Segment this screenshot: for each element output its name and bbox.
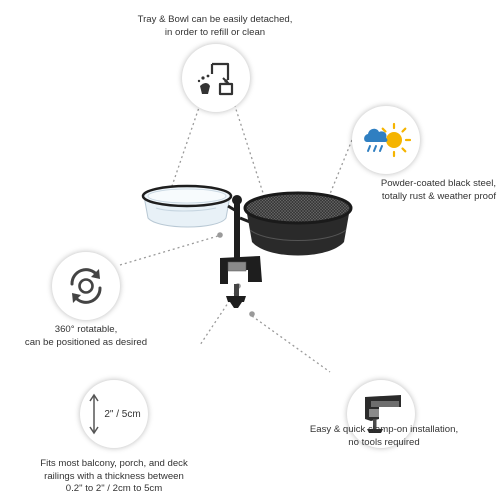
detach-badge (182, 44, 250, 112)
weather-caption: Powder-coated black steel, totally rust … (380, 178, 496, 202)
clamp-icon (365, 395, 401, 433)
clamp-caption: Easy & quick clamp-on installation, no t… (309, 424, 459, 448)
rotate-badge (52, 252, 120, 320)
detach-caption: Tray & Bowl can be easily detached, in o… (137, 14, 293, 38)
thickness-badge: 2" / 5cm (80, 380, 148, 448)
thickness-arrow-icon (89, 393, 99, 435)
rotate-360-icon (70, 268, 102, 304)
clear-bowl (141, 184, 233, 228)
mesh-tray (243, 191, 353, 256)
thickness-label: 2" / 5cm (104, 408, 141, 420)
rotate-caption: 360° rotatable, can be positioned as des… (24, 324, 148, 348)
clamp-badge (347, 380, 415, 448)
product-clamp (220, 256, 262, 308)
weather-badge (352, 106, 420, 174)
thickness-caption: Fits most balcony, porch, and deck raili… (40, 458, 188, 494)
weather-rain-sun-icon (364, 122, 411, 158)
feeder-tray-bowl-product (141, 184, 353, 308)
detach-refill-icon (197, 62, 234, 96)
